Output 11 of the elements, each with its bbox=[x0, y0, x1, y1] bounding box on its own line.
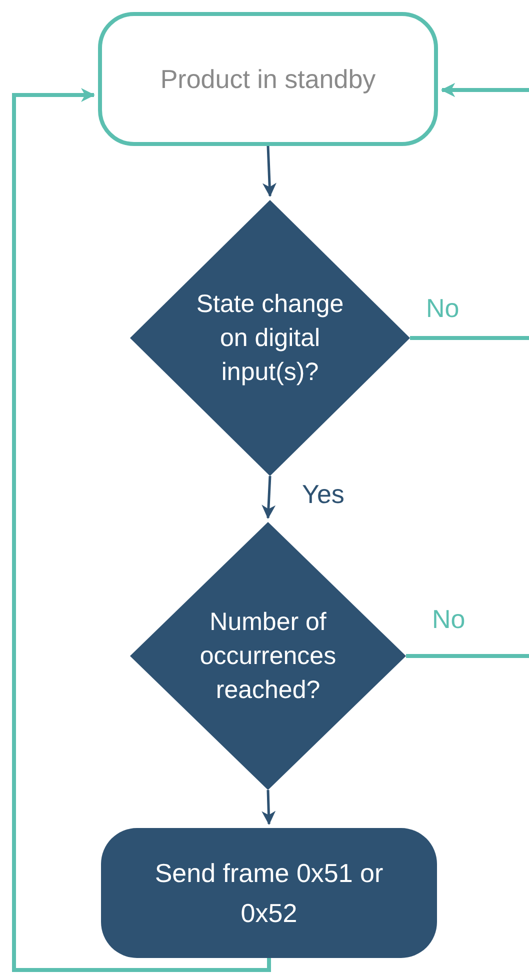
arrow bbox=[262, 146, 276, 197]
decision-text: Number of occurrences reached? bbox=[198, 607, 338, 706]
process-box: Send frame 0x51 or 0x52 bbox=[101, 828, 437, 958]
decision-diamond bbox=[130, 200, 410, 476]
arrow bbox=[406, 83, 529, 658]
arrow bbox=[262, 790, 276, 825]
start-box: Product in standby bbox=[98, 12, 438, 146]
decision-text: State change on digital input(s)? bbox=[195, 289, 345, 388]
decision-diamond bbox=[130, 522, 406, 790]
arrow bbox=[12, 88, 271, 972]
arrow bbox=[262, 476, 276, 519]
